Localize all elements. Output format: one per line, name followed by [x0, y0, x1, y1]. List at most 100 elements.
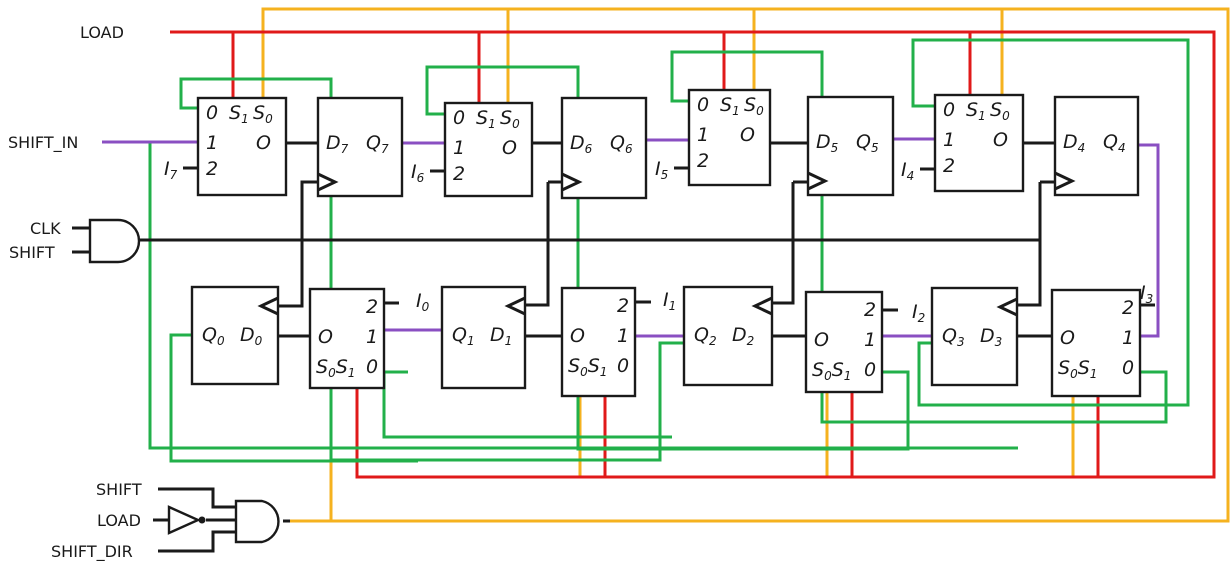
feedback-net: [148, 38, 1190, 463]
flipflop-d-label: D2: [732, 324, 754, 348]
flipflop-q-label: Q4: [1103, 131, 1126, 155]
mux-input-1-label: 1: [943, 129, 955, 151]
flipflop-q-label: Q0: [202, 324, 225, 348]
parallel-input-label-2: I2: [912, 301, 925, 325]
mux-s1-label: S1: [476, 107, 496, 131]
mux-input-0-label: 0: [617, 355, 629, 377]
mux-input-0-label: 0: [366, 356, 378, 378]
mux-output-label: O: [740, 124, 755, 146]
data-path-net: [102, 137, 1160, 338]
flipflop-q-label: Q7: [366, 132, 389, 156]
top-flipflop-5: D5 Q5: [806, 95, 895, 197]
mux-body: [196, 96, 288, 197]
mux-body: [933, 93, 1025, 193]
mux-select-label: S0S1: [316, 356, 355, 380]
select-and-gate: [234, 499, 280, 544]
load-inverter: [167, 505, 201, 535]
flipflop-d-label: D1: [490, 324, 512, 348]
mux-input-2-label: 2: [366, 296, 378, 318]
flipflop-q-label: Q3: [942, 325, 965, 349]
mux-input-1-label: 1: [1122, 327, 1134, 349]
inverter-bubble: [198, 516, 206, 524]
mux-s0-label: S0: [253, 102, 273, 126]
mux-body: [443, 101, 534, 198]
mux-output-label: O: [256, 132, 271, 154]
mux-output-label: O: [814, 329, 829, 351]
mux-body: [560, 286, 637, 398]
mux-body: [1050, 288, 1142, 398]
mux-s0-label: S0: [990, 99, 1010, 123]
clock-triangle: [317, 172, 339, 192]
clock-triangle: [504, 296, 526, 316]
mux-output-label: O: [1060, 327, 1075, 349]
mux-s0-label: S0: [744, 94, 764, 118]
mux-input-2-label: 2: [617, 295, 629, 317]
mux-input-0-label: 0: [943, 99, 955, 121]
clock-triangle: [751, 296, 773, 316]
mux-input-0-label: 0: [864, 359, 876, 381]
mux-select-label: S0S1: [812, 359, 851, 383]
mux-input-1-label: 1: [206, 132, 218, 154]
load-label: LOAD: [80, 23, 124, 42]
mux-input-0-label: 0: [1122, 357, 1134, 379]
mux-output-label: O: [502, 137, 517, 159]
flipflop-q-label: Q1: [452, 324, 475, 348]
mux-body: [308, 287, 386, 390]
clk-label: CLK: [30, 219, 61, 238]
clock-triangle: [257, 296, 279, 316]
parallel-input-label-4: I4: [901, 159, 914, 183]
mux-input-0-label: 0: [697, 94, 709, 116]
mux-input-0-label: 0: [206, 102, 218, 124]
bottom-flipflop-1: Q1 D1: [440, 285, 527, 390]
clock-triangle: [807, 171, 829, 191]
clock-and-logic-net: [72, 141, 1155, 553]
mux-body: [687, 88, 772, 187]
mux-input-1-label: 1: [453, 137, 465, 159]
mux-input-1-label: 1: [864, 329, 876, 351]
flipflop-d-label: D4: [1063, 131, 1085, 155]
mux-s1-label: S1: [720, 94, 740, 118]
mux-s1-label: S1: [229, 102, 249, 126]
mux-s1-label: S1: [966, 99, 986, 123]
top-flipflop-4: D4 Q4: [1053, 95, 1140, 197]
shift-gate-label: SHIFT: [96, 480, 142, 499]
mux-s0-label: S0: [500, 107, 520, 131]
shift-in-label: SHIFT_IN: [8, 133, 78, 153]
flipflop-q-label: Q6: [610, 132, 633, 156]
load-gate-label: LOAD: [97, 511, 141, 530]
parallel-input-label-6: I6: [411, 161, 425, 185]
clock-triangle: [996, 297, 1018, 317]
mux-output-label: O: [993, 129, 1008, 151]
mux-input-1-label: 1: [366, 326, 378, 348]
shift-dir-label: SHIFT_DIR: [51, 542, 133, 562]
s0-select-net: [261, 7, 1230, 523]
flipflop-q-label: Q5: [856, 131, 879, 155]
mux-select-label: S0S1: [1058, 357, 1097, 381]
mux-input-2-label: 2: [697, 150, 709, 172]
clock-triangle: [1054, 171, 1076, 191]
mux-input-2-label: 2: [206, 158, 218, 180]
parallel-input-label-5: I5: [655, 158, 668, 182]
s1-select-net: [170, 30, 1216, 479]
mux-output-label: O: [318, 326, 333, 348]
mux-input-1-label: 1: [617, 325, 629, 347]
mux-select-label: S0S1: [568, 355, 607, 379]
parallel-input-label-3: I3: [1140, 282, 1153, 306]
mux-input-2-label: 2: [943, 155, 955, 177]
flipflop-d-label: D5: [816, 131, 838, 155]
parallel-input-label-1: I1: [663, 289, 676, 313]
